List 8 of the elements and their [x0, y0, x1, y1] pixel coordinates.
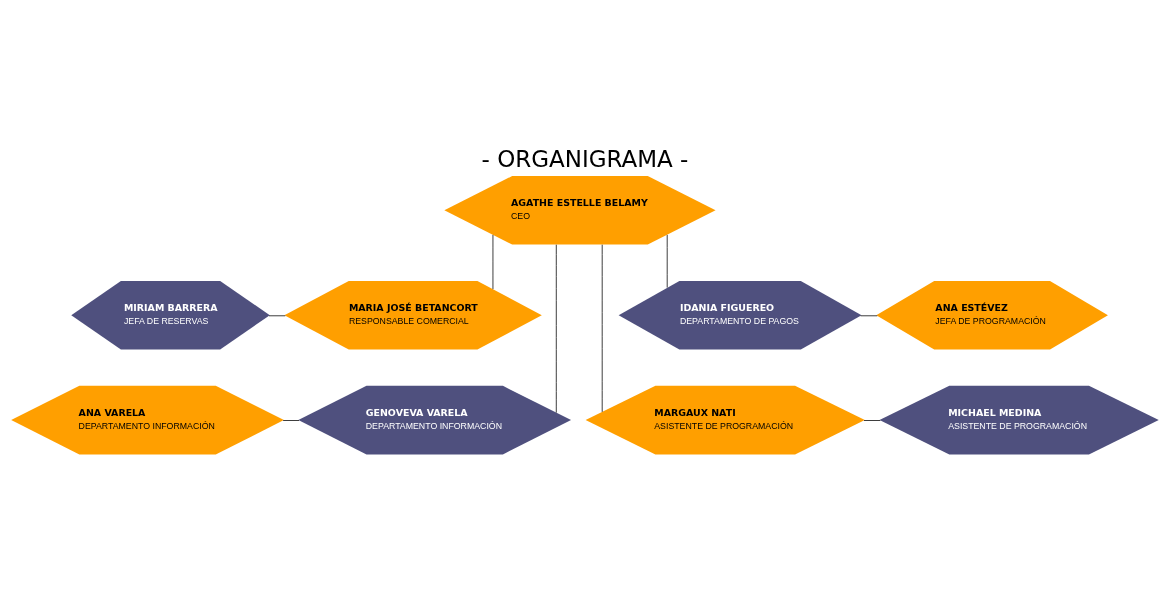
diagram-title: - ORGANIGRAMA - [481, 145, 689, 172]
connector [555, 244, 557, 414]
connector [860, 315, 878, 317]
connector [282, 420, 300, 421]
connector [863, 420, 881, 421]
connector [601, 244, 603, 413]
connector [268, 315, 286, 317]
connector [666, 234, 668, 289]
